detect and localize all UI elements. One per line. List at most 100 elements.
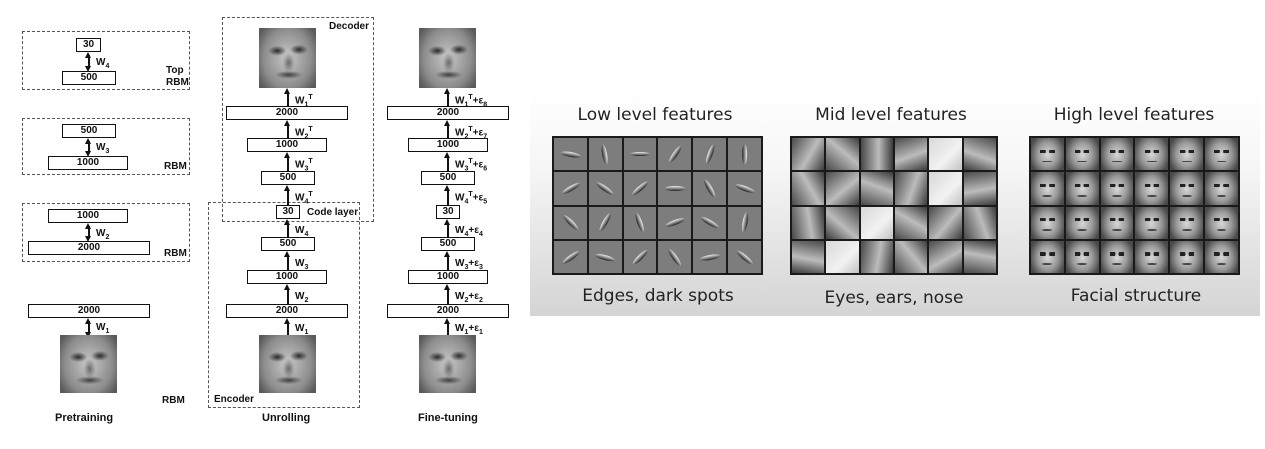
- feature-cell: [929, 138, 962, 171]
- face-feature-cell: [1205, 240, 1238, 273]
- decoder-frame: [222, 17, 374, 222]
- feature-cell: [963, 172, 996, 205]
- feature-cell: [860, 240, 893, 273]
- high-level-caption: Facial structure: [1070, 286, 1202, 306]
- face-feature-cell: [1031, 138, 1064, 171]
- unroll-decoder-1000: 1000: [247, 138, 327, 152]
- rbm-1-label: RBM: [162, 395, 185, 406]
- unroll-weight-d4: W4T: [295, 191, 313, 206]
- face-feature-cell: [1100, 138, 1134, 171]
- rbm-2-hidden-layer: 1000: [48, 209, 128, 223]
- finetune-weight-7: W2T+ε7: [455, 126, 488, 141]
- feature-cell: [554, 240, 587, 273]
- unroll-weight-d1: W1T: [295, 94, 313, 109]
- face-feature-cell: [1170, 240, 1204, 273]
- unroll-encoder-2000: 2000: [226, 304, 348, 318]
- feature-cell: [728, 206, 761, 239]
- finetune-input-face-image: [419, 335, 476, 393]
- mid-level-feature-grid: [790, 136, 998, 275]
- feature-cell: [860, 138, 893, 171]
- low-level-caption: Edges, dark spots: [582, 286, 734, 306]
- finetuning-caption: Fine-tuning: [418, 412, 478, 424]
- face-feature-cell: [1100, 206, 1134, 239]
- face-feature-cell: [1065, 240, 1099, 273]
- unroll-weight-d2: W2T: [295, 126, 313, 141]
- face-feature-cell: [1065, 206, 1099, 239]
- feature-cell: [929, 172, 962, 205]
- face-feature-cell: [1100, 240, 1134, 273]
- unroll-weight-e1: W1: [295, 323, 309, 337]
- finetune-weight-1: W1+ε1: [455, 323, 483, 337]
- feature-cell: [826, 206, 859, 239]
- high-level-title: High level features: [1053, 105, 1215, 125]
- feature-cell: [792, 206, 825, 239]
- rbm-top-weight: W4: [96, 57, 110, 71]
- rbm-3-label: RBM: [164, 161, 187, 172]
- feature-cell: [658, 240, 692, 273]
- face-feature-cell: [1135, 206, 1169, 239]
- encoder-frame: [208, 202, 360, 408]
- mid-level-caption: Eyes, ears, nose: [824, 288, 964, 308]
- rbm-2-label: RBM: [164, 248, 187, 259]
- feature-cell: [894, 138, 928, 171]
- finetune-weight-5: W4T+ε5: [455, 191, 488, 206]
- low-level-feature-grid: [552, 136, 763, 275]
- feature-cell: [929, 240, 962, 273]
- finetune-encoder-500: 500: [421, 237, 475, 251]
- feature-cell: [792, 138, 825, 171]
- rbm-top-frame: [22, 31, 190, 90]
- feature-cell: [693, 206, 727, 239]
- rbm-3-weight: W3: [96, 142, 110, 156]
- rbm-3-visible-layer: 1000: [48, 156, 128, 170]
- feature-cell: [554, 172, 587, 205]
- feature-cell: [728, 172, 761, 205]
- feature-cell: [792, 240, 825, 273]
- feature-cell: [963, 240, 996, 273]
- finetune-weight-4: W4+ε4: [455, 225, 483, 239]
- feature-cell: [963, 138, 996, 171]
- unroll-decoder-500: 500: [261, 171, 315, 185]
- unroll-weight-e3: W3: [295, 258, 309, 272]
- face-feature-cell: [1170, 172, 1204, 205]
- rbm-3-frame: [22, 118, 190, 175]
- feature-cell: [588, 240, 622, 273]
- unroll-encoder-500: 500: [261, 237, 315, 251]
- unrolling-caption: Unrolling: [262, 412, 311, 424]
- unroll-encoder-1000: 1000: [247, 270, 327, 284]
- feature-cell: [693, 240, 727, 273]
- pretraining-caption: Pretraining: [55, 412, 114, 424]
- feature-cell: [588, 206, 622, 239]
- face-feature-cell: [1065, 138, 1099, 171]
- face-feature-cell: [1170, 138, 1204, 171]
- feature-cell: [929, 206, 962, 239]
- finetune-weight-6: W3T+ε6: [455, 158, 488, 173]
- feature-cell: [860, 172, 893, 205]
- face-feature-cell: [1135, 172, 1169, 205]
- feature-cell: [826, 138, 859, 171]
- finetune-decoder-2000: 2000: [387, 106, 509, 120]
- face-feature-cell: [1065, 172, 1099, 205]
- code-layer-label: Code layer: [307, 207, 359, 218]
- feature-cell: [894, 172, 928, 205]
- feature-cell: [693, 138, 727, 171]
- face-feature-cell: [1031, 240, 1064, 273]
- unroll-weight-e2: W2: [295, 291, 309, 305]
- finetune-weight-8: W1T+ε8: [455, 94, 488, 109]
- face-feature-cell: [1170, 206, 1204, 239]
- rbm-top-visible-layer: 500: [62, 71, 116, 85]
- unroll-weight-d3: W3T: [295, 158, 313, 173]
- face-feature-cell: [1205, 206, 1238, 239]
- unroll-input-face-image: [259, 335, 316, 393]
- finetune-weight-2: W2+ε2: [455, 291, 483, 305]
- high-level-feature-grid: [1029, 136, 1240, 275]
- finetune-encoder-1000: 1000: [408, 270, 488, 284]
- feature-cell: [588, 138, 622, 171]
- feature-cell: [554, 206, 587, 239]
- face-feature-cell: [1205, 172, 1238, 205]
- rbm-1-hidden-layer: 2000: [28, 304, 150, 318]
- feature-cell: [658, 206, 692, 239]
- rbm-1-weight: W1: [96, 322, 110, 336]
- face-feature-cell: [1205, 138, 1238, 171]
- rbm-3-hidden-layer: 500: [62, 124, 116, 138]
- feature-cell: [963, 206, 996, 239]
